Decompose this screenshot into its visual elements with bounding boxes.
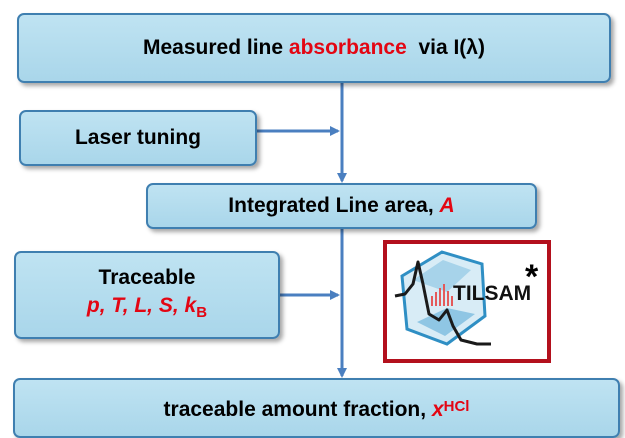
traceable-params-text: p, T, L, S, k bbox=[86, 293, 197, 317]
logo-wordmark: TILSAM bbox=[453, 282, 531, 305]
traceable-title: Traceable bbox=[98, 265, 196, 289]
integrated-line-area-box: Integrated Line area, A bbox=[146, 183, 537, 229]
traceable-params: p, T, L, S, kB bbox=[87, 292, 207, 327]
area-symbol: A bbox=[439, 194, 455, 217]
traceable-params-sub: B bbox=[196, 303, 208, 321]
traceable-parameters-box: Traceable p, T, L, S, kB bbox=[14, 251, 280, 339]
measured-prefix: Measured line bbox=[143, 36, 289, 59]
result-prefix: traceable amount fraction, bbox=[163, 398, 432, 421]
logo-absorption-line-icon bbox=[394, 260, 491, 346]
logo-asterisk: * bbox=[525, 258, 539, 296]
absorbance-label: absorbance bbox=[288, 36, 407, 59]
result-symbol: x bbox=[431, 398, 444, 421]
laser-tuning-box: Laser tuning bbox=[19, 110, 257, 166]
tilsam-logo-frame: TILSAM * bbox=[383, 240, 551, 363]
measured-suffix: via I(λ) bbox=[406, 36, 485, 59]
measured-absorbance-box: Measured line absorbance via I(λ) bbox=[17, 13, 611, 83]
tilsam-logo: TILSAM * bbox=[394, 250, 539, 346]
logo-spectrum-bars-icon bbox=[431, 284, 453, 306]
integrated-prefix: Integrated Line area, bbox=[228, 194, 440, 217]
result-symbol-sub: HCl bbox=[443, 398, 470, 415]
laser-tuning-label: Laser tuning bbox=[74, 126, 201, 149]
